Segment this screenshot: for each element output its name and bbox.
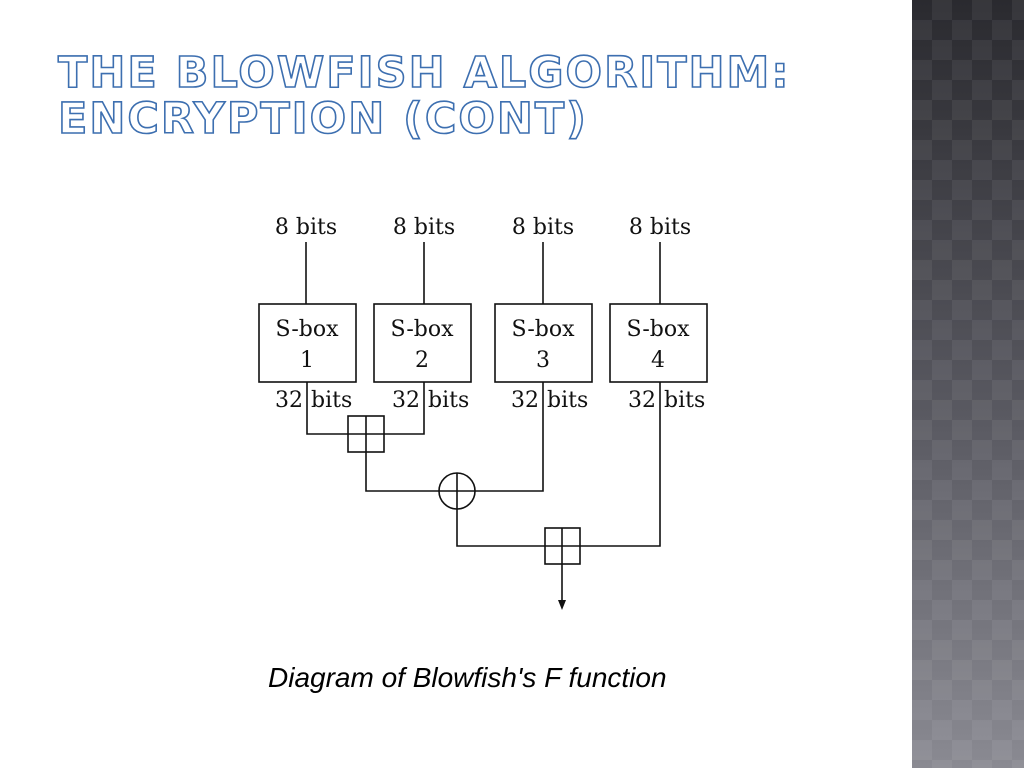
wire-sbox3-to-xor bbox=[475, 382, 544, 492]
sbox-4-out-unit: bits bbox=[664, 388, 705, 413]
wire-sbox1-to-add1 bbox=[306, 382, 348, 435]
sbox-3-number: 3 bbox=[536, 348, 550, 373]
slide-title-line2: Encryption (cont) bbox=[57, 94, 588, 144]
sbox-1-number: 1 bbox=[300, 348, 314, 373]
xor-operator bbox=[438, 472, 476, 510]
sbox-2-number: 2 bbox=[415, 348, 429, 373]
output-arrowhead bbox=[558, 600, 566, 610]
input-label-4: 8 bits bbox=[629, 215, 691, 240]
sbox-4-name: S-box bbox=[626, 317, 690, 342]
slide-title: The Blowfish Algorithm: Encryption (cont… bbox=[57, 48, 878, 144]
wire-add1-to-xor bbox=[365, 452, 439, 492]
slide-title-line1: The Blowfish Algorithm: bbox=[57, 48, 791, 98]
sbox-1-out-value: 32 bbox=[275, 388, 303, 413]
sbox-1-out-unit: bits bbox=[311, 388, 352, 413]
wire-sbox4-to-add2 bbox=[580, 382, 661, 547]
sbox-2 bbox=[373, 303, 472, 383]
sbox-3-out-unit: bits bbox=[547, 388, 588, 413]
sbox-2-out-value: 32 bbox=[392, 388, 420, 413]
sbox-3-name: S-box bbox=[511, 317, 575, 342]
input-label-1: 8 bits bbox=[275, 215, 337, 240]
sbox-4 bbox=[609, 303, 708, 383]
sbox-1-name: S-box bbox=[275, 317, 339, 342]
sbox-4-out-value: 32 bbox=[628, 388, 656, 413]
wire-sbox2-to-add1 bbox=[384, 382, 425, 435]
decorative-side-panel bbox=[912, 0, 1024, 768]
addition-operator-2 bbox=[544, 527, 581, 565]
sbox-4-number: 4 bbox=[651, 348, 665, 373]
wire-xor-to-add2 bbox=[456, 509, 545, 547]
sbox-2-name: S-box bbox=[390, 317, 454, 342]
f-function-diagram: 8 bits 8 bits 8 bits 8 bits S-box 1 S-bo… bbox=[258, 215, 708, 610]
input-label-2: 8 bits bbox=[393, 215, 455, 240]
figure-caption: Diagram of Blowfish's F function bbox=[268, 662, 667, 693]
sbox-3-out-value: 32 bbox=[511, 388, 539, 413]
input-label-3: 8 bits bbox=[512, 215, 574, 240]
addition-operator-1 bbox=[347, 415, 385, 453]
sbox-2-out-unit: bits bbox=[428, 388, 469, 413]
